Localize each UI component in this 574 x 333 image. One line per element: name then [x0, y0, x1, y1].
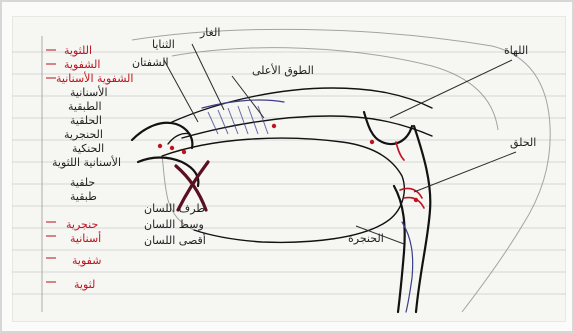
- red-point: [182, 150, 186, 154]
- left-list-item: شفوية: [72, 254, 101, 267]
- leader-line: [164, 60, 198, 122]
- left-list-item: الحلقية: [70, 114, 102, 127]
- tongue-label: وسط اللسان: [144, 218, 204, 231]
- hatch-line: [238, 106, 248, 134]
- left-list-item: لثوية: [74, 278, 95, 291]
- leader-line: [414, 152, 516, 192]
- palate-underline: [182, 116, 432, 138]
- leader-line: [390, 60, 512, 118]
- label-mid: الطوق الأعلى: [252, 63, 314, 77]
- left-list-item: الأسنانية اللثوية: [52, 155, 121, 169]
- notebook-paper: اللثوية الشفوية الشفوية الأسنانية الأسنا…: [12, 16, 566, 322]
- hand-drawn-diagram: اللثوية الشفوية الشفوية الأسنانية الأسنا…: [12, 16, 566, 322]
- label-left-top: الشفتان: [132, 56, 169, 69]
- hatch-line: [228, 108, 238, 134]
- label-top-center: الغار: [199, 26, 220, 39]
- pharynx-front: [394, 186, 405, 312]
- label-right-mid: الحلق: [510, 136, 536, 150]
- left-list-item: الحنكية: [72, 142, 104, 155]
- left-list-item: حلقية: [70, 176, 95, 189]
- upper-lip: [132, 123, 192, 148]
- left-list-item: حنجرية: [66, 218, 98, 231]
- red-point: [158, 144, 162, 148]
- label-bottom-mid: الحنجرة: [348, 232, 384, 245]
- left-list-item: الحنجرية: [64, 128, 103, 141]
- tongue-label: طرف اللسان: [144, 202, 205, 215]
- left-list-item: الأسنانية: [70, 85, 108, 99]
- left-list-item: طبقية: [70, 190, 97, 203]
- label-right-top: اللهاة: [504, 44, 528, 57]
- teeth-hint: [168, 133, 190, 144]
- label-top-small: الثنايا: [152, 38, 175, 51]
- leader-line: [232, 76, 264, 118]
- hatch-line: [218, 110, 228, 134]
- vocal-tract-drawing: الغار الثنايا الشفتان الطوق الأعلى اللها…: [132, 26, 550, 312]
- red-point: [170, 146, 174, 150]
- uvula-mark: [396, 142, 404, 160]
- left-list-item: الشفوية: [64, 58, 100, 71]
- tongue-label: أقصى اللسان: [144, 233, 206, 247]
- velum: [364, 112, 412, 144]
- left-list-item: الطبقية: [68, 100, 102, 113]
- red-point: [370, 140, 374, 144]
- pharynx-back: [414, 126, 430, 312]
- leader-line: [192, 44, 224, 110]
- hatch-line: [248, 106, 258, 134]
- left-list-item: أسنانية: [70, 231, 101, 245]
- left-list-item: اللثوية: [64, 44, 92, 57]
- left-list-item: الشفوية الأسنانية: [56, 71, 133, 85]
- left-margin-list: اللثوية الشفوية الشفوية الأسنانية الأسنا…: [42, 36, 133, 312]
- red-point: [272, 124, 276, 128]
- red-point: [414, 198, 418, 202]
